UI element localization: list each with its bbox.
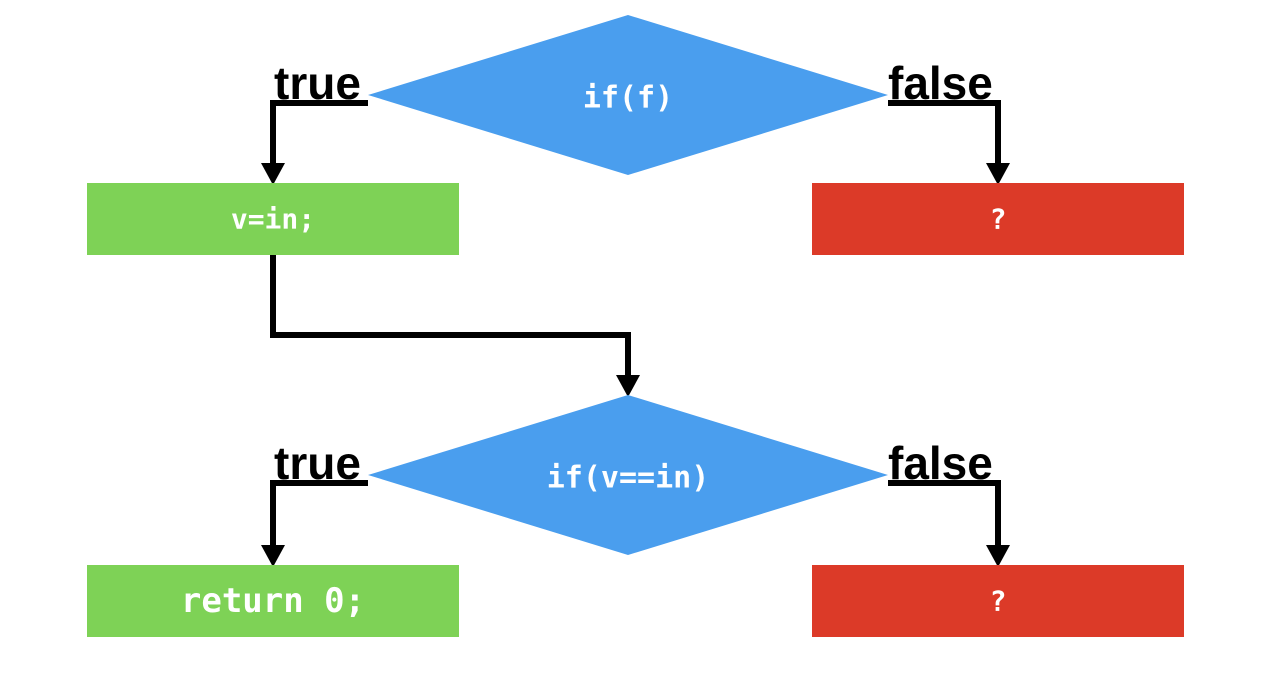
edges-layer (261, 100, 1010, 567)
arrowhead-icon (261, 545, 285, 567)
arrowhead-icon (986, 163, 1010, 185)
node-label-return_zero: return 0; (181, 581, 365, 621)
edge-line (270, 480, 368, 545)
node-if_f[interactable]: if(f) (368, 15, 888, 175)
edge-edge-assign-to-if2 (270, 255, 640, 397)
node-label-if_v_eq_in: if(v==in) (547, 461, 710, 496)
arrowhead-icon (261, 163, 285, 185)
arrowhead-icon (986, 545, 1010, 567)
edge-label-false-4: false (888, 437, 993, 489)
node-label-assign_v: v=in; (231, 203, 315, 236)
nodes-layer: if(f) v=in;? if(v==in) return 0;? (87, 15, 1184, 637)
process-shape[interactable] (812, 565, 1184, 637)
node-unknown_bottom[interactable]: ? (812, 565, 1184, 637)
edge-edge-if-f-true (261, 100, 368, 185)
node-assign_v[interactable]: v=in; (87, 183, 459, 255)
node-return_zero[interactable]: return 0; (87, 565, 459, 637)
edge-label-false-1: false (888, 57, 993, 109)
edge-line (888, 100, 1001, 163)
edge-label-true-3: true (274, 437, 361, 489)
decision-shape[interactable] (368, 395, 888, 555)
edge-line (270, 255, 631, 375)
edge-labels-layer: true false true false (274, 57, 993, 489)
edge-edge-if-f-false (888, 100, 1010, 185)
node-label-unknown_bottom: ? (990, 585, 1007, 618)
edge-line (270, 100, 368, 163)
edge-line (888, 480, 1001, 545)
node-unknown_top[interactable]: ? (812, 183, 1184, 255)
edge-edge-if-v-true (261, 480, 368, 567)
node-if_v_eq_in[interactable]: if(v==in) (368, 395, 888, 555)
process-shape[interactable] (87, 565, 459, 637)
edge-edge-if-v-false (888, 480, 1010, 567)
node-label-if_f: if(f) (583, 81, 673, 116)
process-shape[interactable] (87, 183, 459, 255)
node-label-unknown_top: ? (990, 203, 1007, 236)
edge-label-true-0: true (274, 57, 361, 109)
decision-shape[interactable] (368, 15, 888, 175)
arrowhead-icon (616, 375, 640, 397)
process-shape[interactable] (812, 183, 1184, 255)
